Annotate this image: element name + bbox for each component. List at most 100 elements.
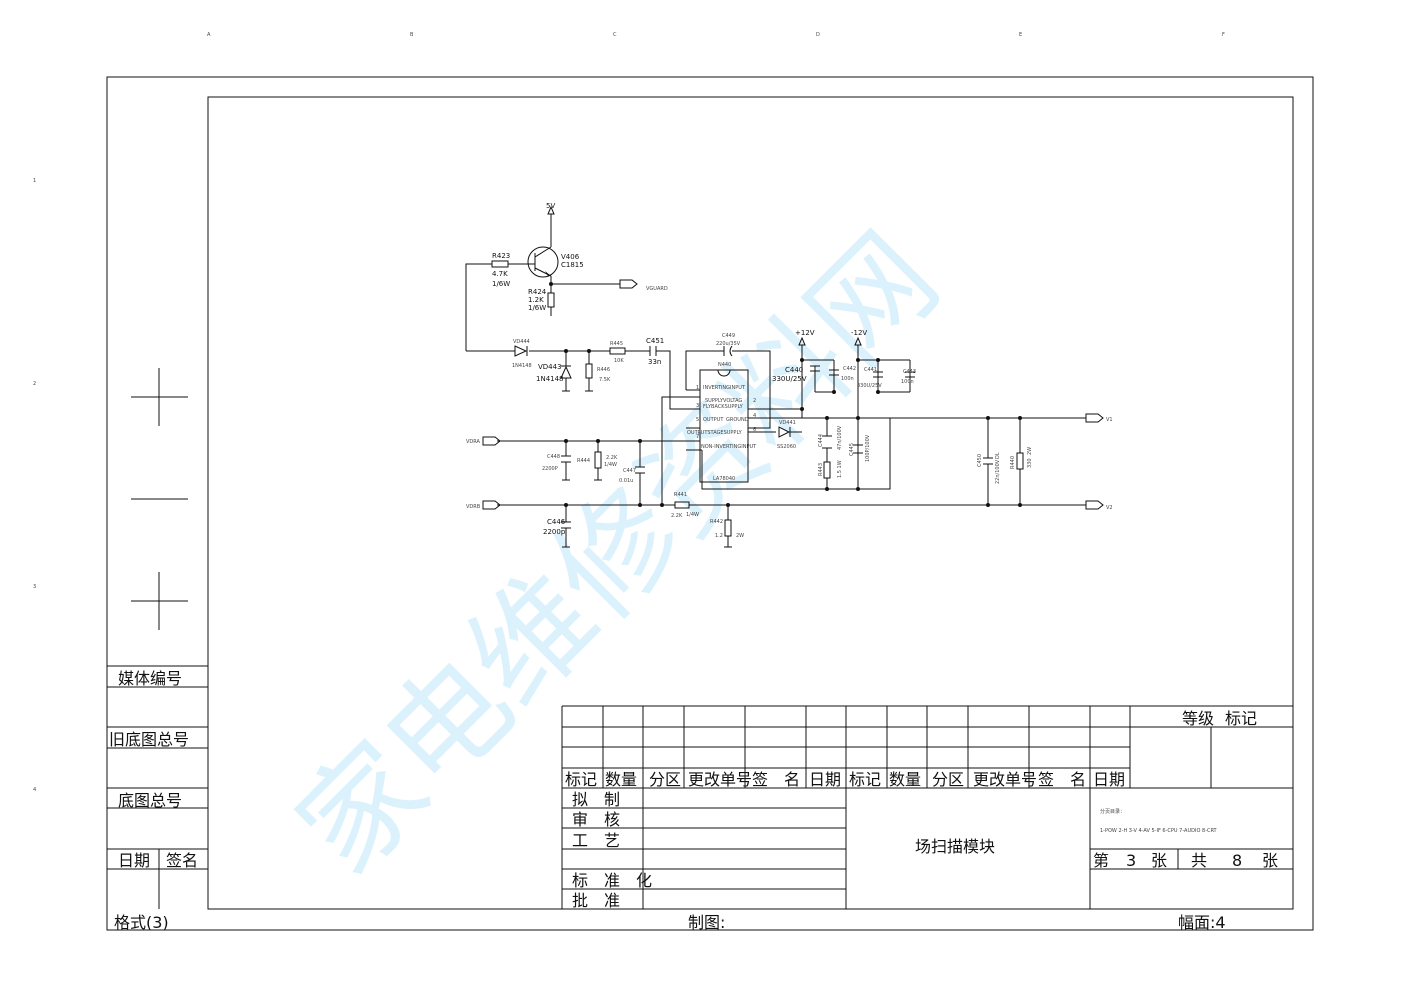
drawing-title: 场扫描模块 — [915, 837, 995, 856]
ic-label-ground: GROUND — [726, 417, 749, 423]
capacitor-c444 — [822, 435, 832, 449]
role-standardization: 标 准 化 — [572, 871, 652, 890]
ic-label-output-stage: OUTPUTSTAGESUPPLY — [687, 430, 743, 436]
ground-symbols — [562, 390, 732, 548]
r441-power: 1/4W — [686, 512, 699, 518]
role-approved: 批 准 — [572, 891, 620, 910]
r443-ref: R443 — [818, 463, 824, 476]
r423-power: 1/6W — [492, 280, 510, 288]
r440-extra: 2W — [1027, 447, 1033, 455]
sheet-size-label: 幅面:4 — [1178, 913, 1226, 932]
vdra-connector — [482, 436, 501, 446]
title-block: 标记 数量 分区 更改单号 签 名 日期 标记 数量 分区 更改单号 签 名 日… — [561, 705, 1293, 910]
capacitor-c451 — [649, 346, 657, 356]
r441-ref: R441 — [674, 492, 687, 498]
rev-header-mark-2: 标记 — [849, 770, 881, 789]
c441-value: 330U/25V — [857, 383, 882, 389]
r445-ref: R445 — [610, 341, 623, 347]
c447-value: 0.01u — [619, 478, 633, 484]
capacitor-c446 — [561, 521, 571, 529]
rev-header-date-2: 日期 — [1093, 770, 1125, 789]
ic-label-supply: SUPPLYVOLTAG — [705, 398, 742, 404]
resistor-r440 — [1016, 452, 1024, 470]
col-marker-a: A — [207, 32, 211, 38]
vdrb-connector — [482, 500, 501, 510]
grade-label: 等级 — [1182, 709, 1214, 728]
resistor-r442 — [724, 519, 732, 537]
component-labels: 5V R423 4.7K 1/6W V406 C1815 R424 1.2K 1… — [466, 202, 1113, 539]
vd441-ref: VD441 — [779, 420, 796, 426]
c443-ref: C443 — [903, 369, 916, 375]
transistor-v406 — [527, 246, 559, 278]
role-process: 工 艺 — [572, 831, 620, 850]
r424-ref: R424 — [528, 288, 547, 296]
r440-ref: R440 — [1010, 456, 1016, 469]
role-drafted: 拟 制 — [572, 790, 620, 809]
role-reviewed: 审 核 — [572, 810, 620, 829]
r445-value: 10K — [614, 358, 624, 364]
c450-ref: C450 — [977, 454, 983, 467]
c445-ref: C445 — [849, 443, 855, 456]
rev-header-sign-2: 签 名 — [1038, 770, 1086, 789]
vdra-label: VDRA — [466, 439, 481, 445]
rotated-labels: C444 47n/100V R443 1.5 1W C445 100P/100V… — [818, 425, 1033, 484]
vd443-value: 1N4148 — [536, 375, 564, 383]
col-marker-c: C — [613, 32, 617, 38]
c449-value: 220u/35V — [716, 341, 741, 347]
r424-power: 1/6W — [528, 304, 546, 312]
r446-value: 7.5K — [599, 377, 611, 383]
n440-part: LA78040 — [713, 476, 735, 482]
vd441-value: SS2060 — [777, 444, 796, 450]
r424-value: 1.2K — [528, 296, 544, 304]
capacitor-c442 — [829, 369, 839, 376]
rev-header-mark: 标记 — [565, 770, 597, 789]
c444-value: 47n/100V — [837, 425, 843, 450]
col-marker-e: E — [1019, 32, 1022, 38]
rev-header-date: 日期 — [809, 770, 841, 789]
total-label-b: 张 — [1262, 851, 1278, 870]
r444-ref: R444 — [577, 458, 590, 464]
rev-header-change-no: 更改单号 — [688, 770, 752, 789]
rev-header-change-no-2: 更改单号 — [973, 770, 1037, 789]
ic-pin-5: 5 — [696, 417, 699, 423]
v1-connector — [1085, 413, 1104, 423]
drawn-label: 制图: — [688, 913, 725, 932]
r442-power: 2W — [736, 533, 744, 539]
ic-label-flyback: FLYBACKSUPPLY — [703, 404, 744, 410]
c449-ref: C449 — [722, 333, 735, 339]
ic-label-output: OUTPUT — [703, 417, 724, 423]
resistor-r423 — [491, 260, 509, 268]
vguard-connector — [619, 279, 638, 289]
media-number-label: 媒体编号 — [118, 669, 182, 688]
outer-frame — [106, 76, 1314, 931]
capacitor-c449 — [723, 345, 733, 357]
vd443-ref: VD443 — [538, 363, 562, 371]
sheet-label-a: 第 — [1093, 851, 1109, 870]
resistor-r424 — [547, 292, 555, 308]
v12p-label: +12V — [795, 329, 815, 337]
vd444-ref: VD444 — [513, 339, 530, 345]
sign-label: 签名 — [166, 851, 198, 870]
resistor-r444 — [594, 451, 602, 469]
capacitor-c448 — [561, 455, 571, 463]
row-marker-4: 4 — [33, 787, 36, 793]
diode-vd443 — [560, 365, 572, 379]
capacitor-c443 — [905, 371, 915, 378]
footer: 格式(3) 制图: 幅面:4 — [114, 913, 1226, 932]
catalog-label: 分页目录： — [1100, 808, 1125, 815]
total-number: 8 — [1232, 851, 1242, 870]
c445-value: 100P/100V — [865, 434, 871, 462]
r440-value: 330 — [1027, 458, 1033, 468]
r442-value: 1.2 — [715, 533, 723, 539]
capacitor-c440 — [810, 365, 820, 372]
v406-value: C1815 — [561, 261, 584, 269]
sheet-number: 3 — [1126, 851, 1136, 870]
row-marker-1: 1 — [33, 178, 36, 184]
r441-value: 2.2K — [671, 513, 683, 519]
v2-connector — [1085, 500, 1104, 510]
c446-ref: C446 — [547, 518, 566, 526]
catalog-items: 1-POW 2-H 3-V 4-AV 5-IF 6-CPU 7-AUDIO 8-… — [1100, 828, 1218, 834]
diode-vd441 — [778, 426, 791, 438]
ic-n440-body — [699, 369, 749, 483]
